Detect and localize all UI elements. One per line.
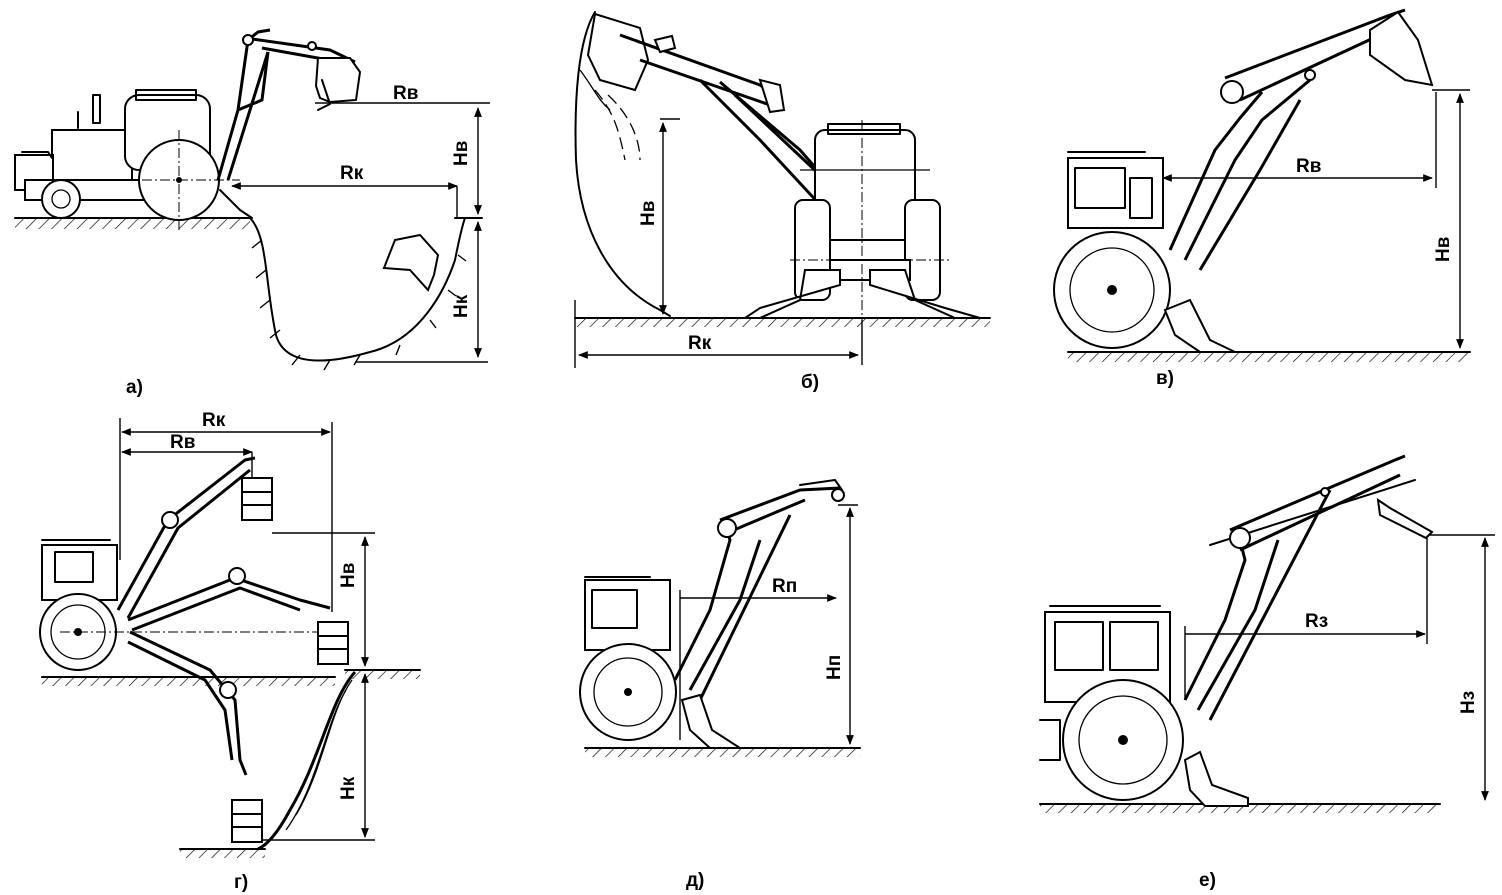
panel-b: Нв Rк б) (574, 11, 991, 393)
panel-v: Rв Нв в) (1053, 8, 1471, 389)
ground-surface (1067, 351, 1471, 362)
tractor-excavator (14, 89, 240, 230)
excavation-pit (249, 217, 467, 371)
label-rp: Rп (772, 576, 797, 597)
caption-b: б) (801, 372, 819, 393)
bucket-in-pit (382, 233, 440, 292)
ground-surface (14, 217, 483, 229)
trench-wall (257, 671, 357, 851)
loader-arm-raised (673, 479, 845, 749)
forklift-arm-raised (1183, 454, 1434, 807)
label-rk: Rк (340, 163, 364, 184)
ground-surface (41, 669, 421, 858)
tractor-front (1039, 605, 1184, 801)
backhoe-arm-raised (1163, 8, 1434, 353)
caption-a: а) (126, 377, 143, 398)
label-hk: Нк (338, 776, 359, 800)
dimension-lines (119, 418, 375, 841)
dimension-lines (574, 118, 863, 368)
label-rz: Rз (1305, 611, 1328, 632)
excavator-rear-view (586, 12, 981, 330)
label-rv: Rв (393, 83, 418, 104)
panel-g: Rк Rв Нв Нк г) (39, 410, 421, 893)
caption-g: г) (234, 872, 248, 893)
label-hz: Нз (1458, 691, 1479, 714)
digging-envelope (574, 11, 671, 317)
label-rv: Rв (170, 432, 195, 453)
label-rv: Rв (1296, 156, 1321, 177)
dimension-lines (1184, 534, 1495, 801)
boom-positions (116, 456, 349, 843)
tractor-side (39, 539, 340, 671)
label-hv: Нв (638, 201, 659, 226)
label-hv: Нв (451, 141, 472, 166)
ground-surface (584, 747, 861, 757)
dimension-lines (1162, 89, 1470, 349)
panel-e: Rз Нз е) (1039, 454, 1495, 891)
tractor-front (579, 576, 677, 741)
label-hk: Нк (451, 294, 472, 318)
backhoe-arm (216, 28, 362, 219)
label-hp: Нп (824, 655, 845, 680)
label-hv: Нв (338, 563, 359, 588)
caption-d: д) (686, 870, 704, 891)
label-hv: Нв (1433, 237, 1454, 262)
label-rk: Rк (688, 333, 712, 354)
label-rk: Rк (202, 410, 226, 431)
tractor-front (1053, 151, 1171, 349)
panel-d: Rп Нп д) (579, 479, 861, 891)
dimension-lines (231, 102, 490, 363)
ground-surface (574, 317, 991, 327)
panel-a: Rв Rк Нв Нк а) (14, 28, 490, 398)
dimension-lines (679, 504, 858, 745)
caption-e: е) (1199, 870, 1216, 891)
caption-v: в) (1156, 368, 1174, 389)
